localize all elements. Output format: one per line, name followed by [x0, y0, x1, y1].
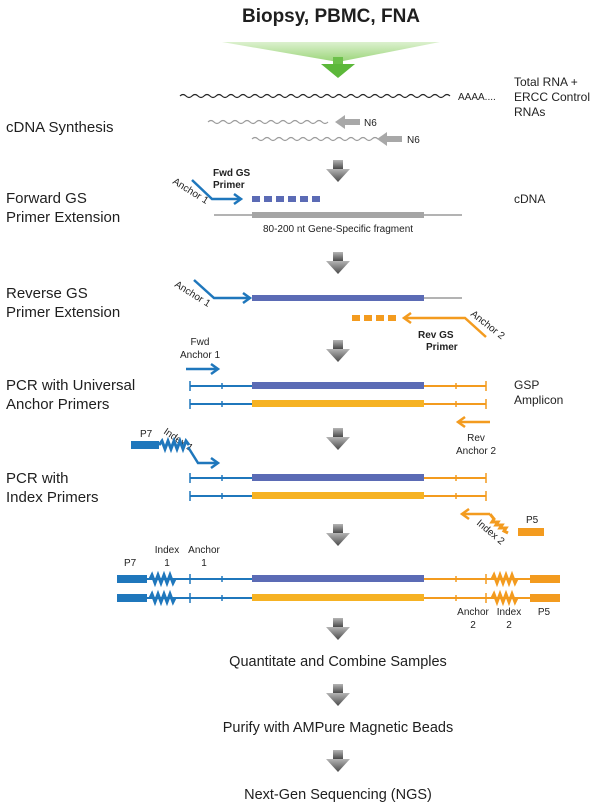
down-arrow-icon	[326, 252, 350, 274]
down-arrow-icon	[326, 750, 350, 772]
p5-label: P5	[526, 515, 539, 526]
rev-gs-primer-label-2: Primer	[426, 342, 458, 353]
step-pcr-index-line-2: Index Primers	[6, 489, 99, 506]
gene-specific-fragment	[252, 212, 424, 218]
gsp-amplicon-label-1: GSP	[514, 378, 539, 392]
extended-gs-strand	[252, 295, 424, 301]
down-arrow-icon	[326, 524, 350, 546]
fwd-gs-dashed-strand	[252, 196, 320, 202]
index-pcr-top-strand	[189, 473, 487, 483]
step-ngs: Next-Gen Sequencing (NGS)	[244, 787, 432, 803]
polya-label: AAAA....	[458, 92, 496, 103]
total-rna-label-3: RNAs	[514, 105, 545, 119]
step-forward-line-1: Forward GS	[6, 190, 87, 207]
p7-label: P7	[140, 429, 153, 440]
step-forward-line-2: Primer Extension	[6, 209, 120, 226]
down-arrow-icon	[326, 618, 350, 640]
sample-funnel	[222, 42, 440, 62]
final-library-top-strand	[117, 570, 560, 588]
step-cdna-synthesis: cDNA Synthesis	[6, 119, 114, 136]
step-pcr-universal-line-1: PCR with Universal	[6, 377, 135, 394]
final-index2-label-1: Index	[497, 607, 521, 618]
total-rna-strand	[179, 93, 451, 99]
rev-gs-dashed-strand	[352, 315, 396, 321]
page-title: Biopsy, PBMC, FNA	[242, 6, 420, 27]
fwd-gs-primer-label-1: Fwd GS	[213, 168, 251, 179]
cdna-label: cDNA	[514, 192, 545, 206]
n6-primer-arrow-2	[377, 132, 402, 146]
final-anchor1-label-2: 1	[201, 558, 207, 569]
gsp-amplicon-top-strand	[189, 381, 487, 391]
final-anchor2-label-2: 2	[470, 620, 476, 631]
step-quantitate: Quantitate and Combine Samples	[229, 654, 447, 670]
final-anchor1-label-1: Anchor	[188, 545, 220, 556]
fragment-label: 80-200 nt Gene-Specific fragment	[263, 224, 413, 235]
step-pcr-index-line-1: PCR with	[6, 470, 69, 487]
final-p7-label: P7	[124, 558, 137, 569]
total-rna-label-1: Total RNA +	[514, 75, 578, 89]
n6-primer-arrow-1	[335, 115, 360, 129]
rev-anchor-primer-arrow	[455, 415, 490, 429]
final-p5-label: P5	[538, 607, 551, 618]
down-arrow-icon	[326, 684, 350, 706]
green-down-arrow	[321, 57, 355, 78]
rev-anchor-label-2: Anchor 2	[456, 446, 496, 457]
n6-label-2: N6	[407, 135, 420, 146]
step-pcr-universal-line-2: Anchor Primers	[6, 396, 109, 413]
p7-index-primer-arrow	[131, 436, 221, 470]
final-index1-label-2: 1	[164, 558, 170, 569]
anchor-1-label: Anchor 1	[172, 279, 212, 310]
step-purify: Purify with AMPure Magnetic Beads	[223, 720, 454, 736]
rev-anchor-label-1: Rev	[467, 433, 485, 444]
total-rna-label-2: ERCC Control	[514, 90, 590, 104]
fwd-gs-primer-label-2: Primer	[213, 180, 245, 191]
rev-gs-primer-label-1: Rev GS	[418, 330, 454, 341]
fwd-anchor-primer-arrow	[186, 362, 221, 376]
fwd-anchor-label-2: Anchor 1	[180, 350, 220, 361]
rev-gs-primer-arrow	[401, 311, 487, 338]
step-reverse-line-2: Primer Extension	[6, 304, 120, 321]
fwd-anchor-label-1: Fwd	[191, 337, 210, 348]
down-arrow-icon	[326, 340, 350, 362]
fwd-primer-extended	[193, 279, 253, 305]
down-arrow-icon	[326, 428, 350, 450]
gsp-amplicon-bottom-strand	[189, 399, 487, 409]
fwd-gs-primer-arrow	[191, 179, 244, 206]
final-index2-label-2: 2	[506, 620, 512, 631]
cdna-strand-2	[251, 136, 379, 142]
final-index1-label-1: Index	[155, 545, 179, 556]
final-library-bottom-strand	[117, 589, 560, 607]
final-anchor2-label-1: Anchor	[457, 607, 489, 618]
index-pcr-bottom-strand	[189, 491, 487, 501]
step-reverse-line-1: Reverse GS	[6, 285, 88, 302]
cdna-strand-1	[207, 119, 329, 125]
p5-index-primer-arrow	[459, 507, 544, 536]
gsp-amplicon-label-2: Amplicon	[514, 393, 563, 407]
n6-label-1: N6	[364, 118, 377, 129]
down-arrow-icon	[326, 160, 350, 182]
